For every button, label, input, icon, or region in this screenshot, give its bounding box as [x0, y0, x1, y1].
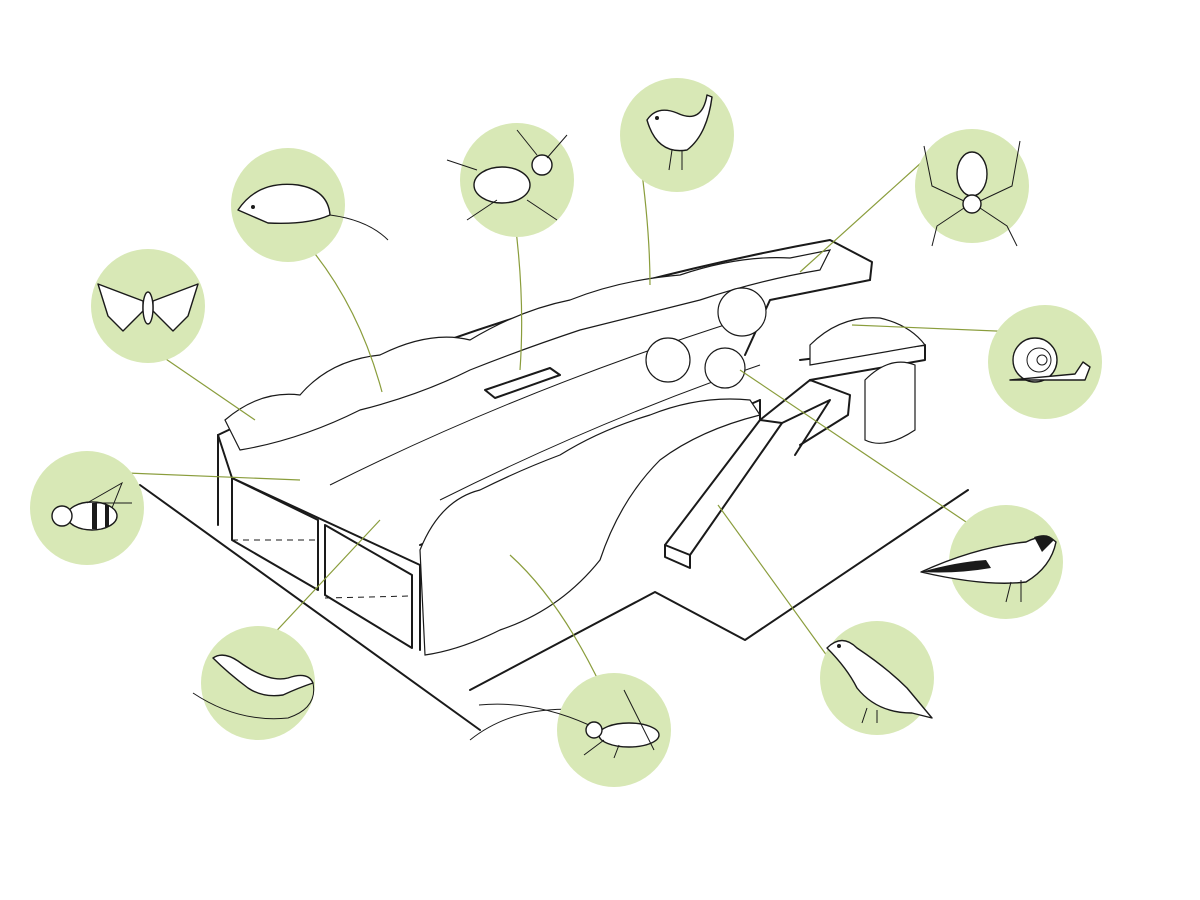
songbird-icon [826, 639, 933, 724]
cricket-icon [478, 689, 660, 759]
species-circle-shrew [231, 148, 389, 262]
species-circle-goldfinch [920, 505, 1063, 619]
lizard-icon [192, 654, 315, 720]
wren-icon [646, 94, 713, 171]
species-circle-cricket [478, 673, 671, 787]
species-circle-snail [988, 305, 1102, 419]
shrew-icon [237, 183, 389, 241]
bee-icon [51, 481, 132, 531]
species-circle-beetle [446, 123, 574, 237]
species-circle-lizard [192, 626, 315, 740]
species-circle-songbird [820, 621, 934, 735]
vegetation [224, 249, 927, 656]
goldfinch-icon [920, 535, 1057, 603]
species-circle-spider [915, 129, 1029, 247]
leader-lines [101, 157, 1021, 689]
snail-icon [1009, 337, 1091, 383]
species-circle-bee [30, 451, 144, 565]
species-circle-wren [620, 78, 734, 192]
beetle-icon [446, 129, 568, 221]
species-circle-moth [91, 249, 205, 363]
spider-icon [923, 140, 1021, 247]
moth-icon [97, 283, 199, 332]
